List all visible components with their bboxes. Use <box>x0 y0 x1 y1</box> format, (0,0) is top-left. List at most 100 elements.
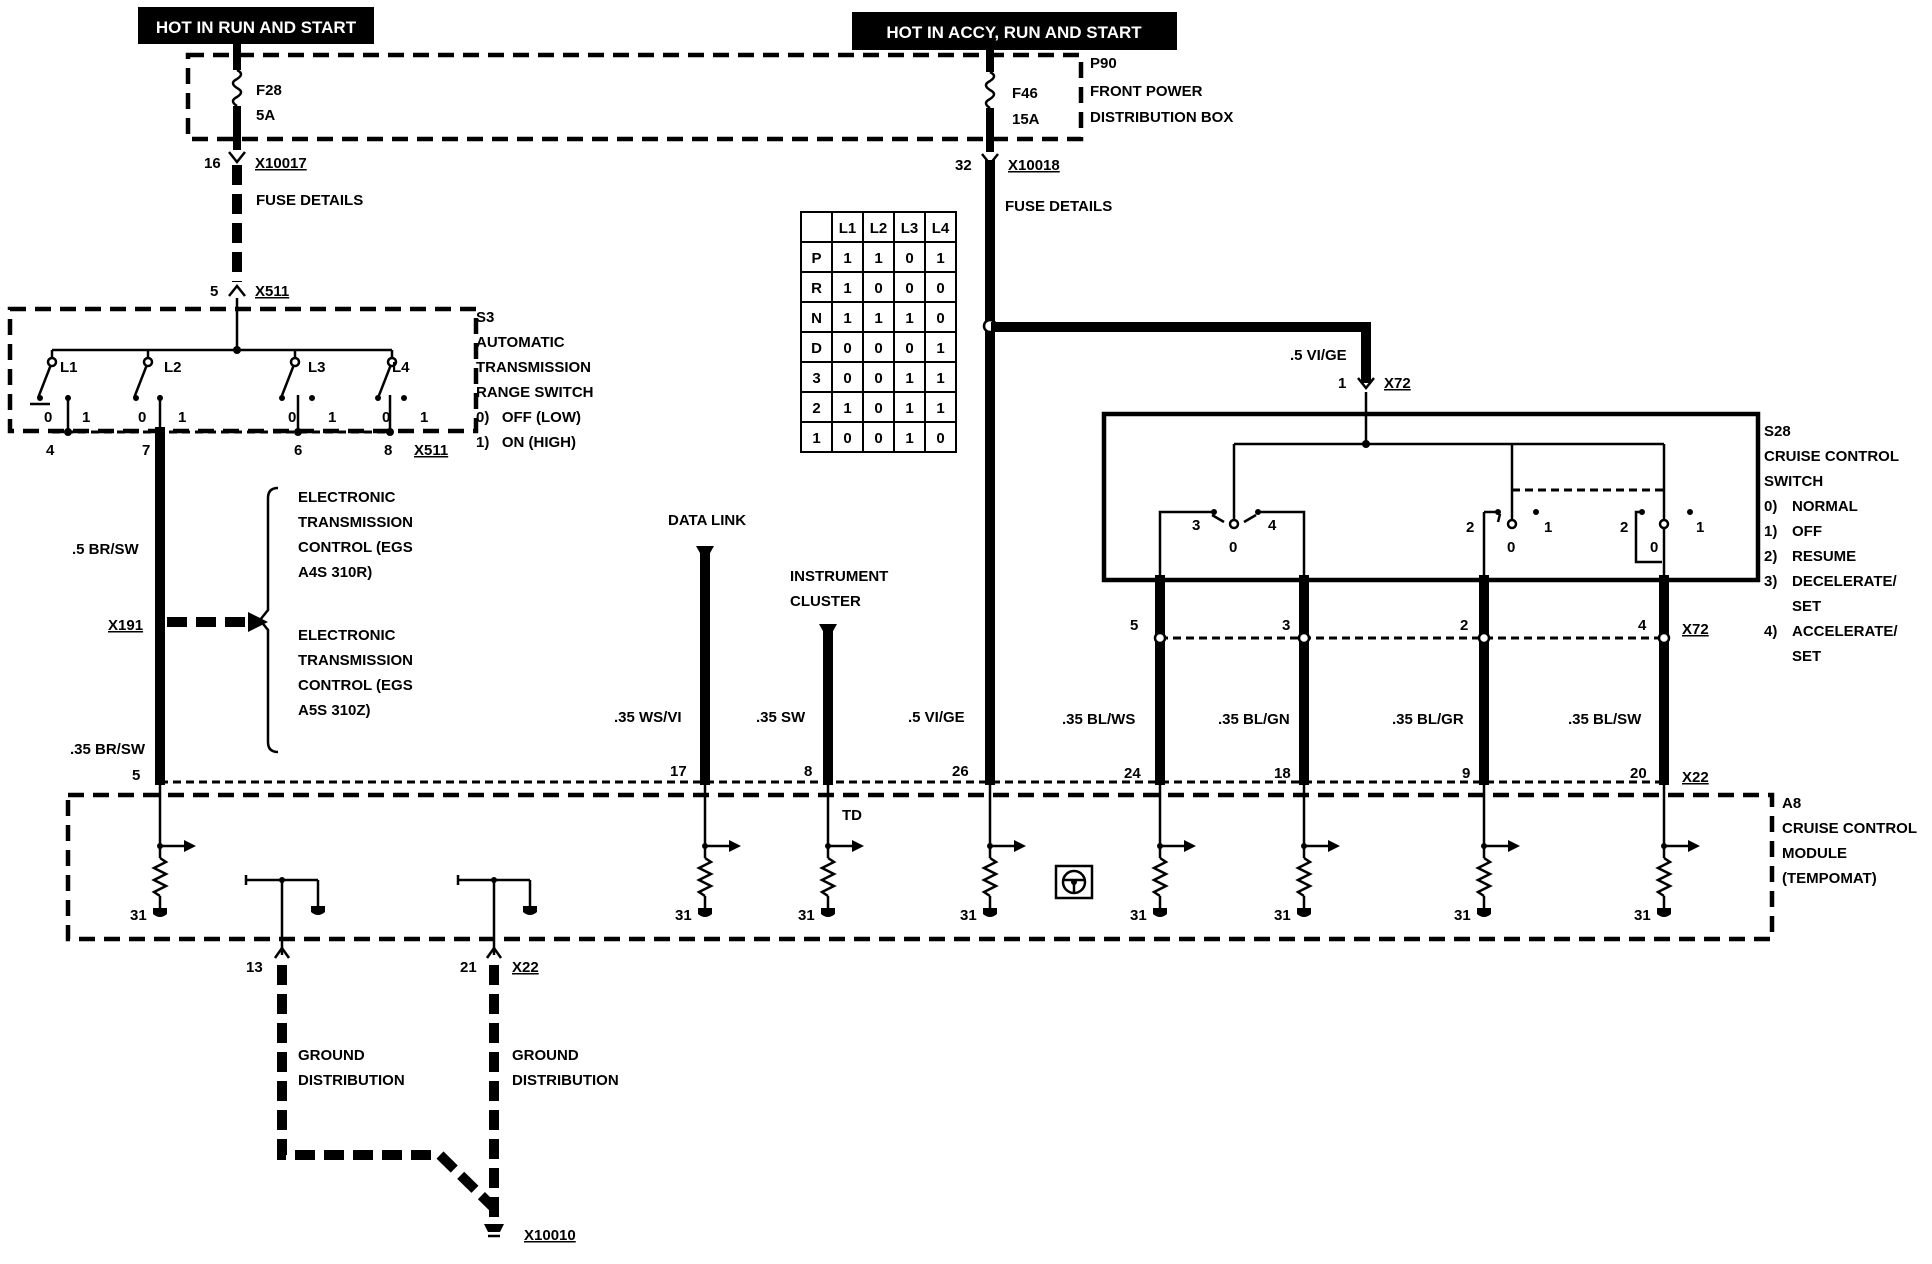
table-header: L3 <box>901 220 919 237</box>
ground-icon <box>153 908 167 917</box>
fuse-f46-icon <box>984 70 996 110</box>
table-cell <box>893 301 926 333</box>
table-cell <box>862 421 895 453</box>
pos-one: 1 <box>178 409 186 426</box>
mode-name: RESUME <box>1792 548 1856 565</box>
egs-text: A4S 310R) <box>298 564 372 581</box>
egs-text: ELECTRONIC <box>298 627 396 644</box>
table-value: 0 <box>843 370 851 387</box>
table-cell <box>862 241 895 273</box>
mode-name: SET <box>1792 648 1821 665</box>
mode-name: SET <box>1792 598 1821 615</box>
fuse-f28-id: F28 <box>256 82 282 99</box>
steering-wheel-icon <box>1054 864 1094 900</box>
td-label: TD <box>842 807 862 824</box>
table-header: L2 <box>870 220 888 237</box>
ground-pin-31: 31 <box>1274 907 1291 924</box>
resistor-icon <box>1151 856 1169 898</box>
ground-point-icon <box>484 1224 504 1232</box>
table-value: 0 <box>905 280 913 297</box>
module-pin: 9 <box>1462 765 1470 782</box>
branch-pin: 1 <box>1338 375 1346 392</box>
ground-distribution: 13 21 X22 X10010 GROUND DISTRIBUTION GRO… <box>246 945 619 1244</box>
connector-x10018: 32 X10018 FUSE DETAILS <box>955 153 1112 215</box>
contact-l4-label: L4 <box>392 359 410 376</box>
range-switch-name: RANGE SWITCH <box>476 384 594 401</box>
table-value: P <box>811 250 821 267</box>
connector-x10017: 16 X10017 FUSE DETAILS <box>204 151 363 209</box>
x191-label: X191 <box>108 617 143 634</box>
module-ref: A8 <box>1782 795 1801 812</box>
range-switch-name: TRANSMISSION <box>476 359 591 376</box>
power-distribution-box: F28 5A F46 15A P90 FRONT POWER DISTRIBUT… <box>185 44 1233 152</box>
module-wire-label: .35 BL/GR <box>1392 711 1464 728</box>
table-cell <box>862 271 895 303</box>
range-switch-ref: S3 <box>476 309 494 326</box>
resistor-icon <box>151 856 169 898</box>
fuse-details-left: FUSE DETAILS <box>256 192 363 209</box>
module-pin-5: 5 <box>132 767 140 784</box>
cruise-switch-name: SWITCH <box>1764 473 1823 490</box>
table-value: N <box>811 310 822 327</box>
mode-name: ACCELERATE/ <box>1792 623 1898 640</box>
ground-pin-right: 21 <box>460 959 477 976</box>
table-value: 1 <box>936 400 944 417</box>
table-cell <box>800 271 833 303</box>
banner-hot-run-start: HOT IN RUN AND START <box>138 7 374 44</box>
banner-left-text: HOT IN RUN AND START <box>156 18 357 37</box>
range-switch-state: 1) ON (HIGH) <box>476 434 576 451</box>
range-pin-8: 8 <box>384 442 392 459</box>
pos-one: 1 <box>328 409 336 426</box>
fuse-f46-id: F46 <box>1012 85 1038 102</box>
table-value: 0 <box>874 340 882 357</box>
cruise-switch-outputs: 5 3 2 4 X72 .35 BL/WS .35 BL/GN .35 BL/G… <box>1062 575 1709 785</box>
table-value: 1 <box>874 250 882 267</box>
x72-pin: 2 <box>1460 617 1468 634</box>
contact-l1: L1 0 1 <box>30 350 90 430</box>
range-switch-state: 0) OFF (LOW) <box>476 409 581 426</box>
ground-label: DISTRIBUTION <box>512 1072 619 1089</box>
egs-wire-top-label: .5 BR/SW <box>72 541 140 558</box>
mode-name: NORMAL <box>1792 498 1858 515</box>
table-value: 1 <box>843 250 851 267</box>
power-wire-label: .5 VI/GE <box>908 709 965 726</box>
module-input: 31 <box>1274 782 1340 924</box>
arrow-right-icon <box>184 840 196 852</box>
table-value: 1 <box>874 310 882 327</box>
sub-switch-2: 2 0 1 <box>1466 506 1552 580</box>
x10017-pin: 16 <box>204 155 221 172</box>
x72-in-label: X72 <box>1384 375 1411 392</box>
module-ground-taps <box>244 875 537 955</box>
resistor-icon <box>1295 856 1313 898</box>
ground-point-label: X10010 <box>524 1227 576 1244</box>
instrument-wire-label: .35 SW <box>756 709 806 726</box>
table-value: 0 <box>905 340 913 357</box>
ground-icon <box>1477 908 1491 917</box>
module-name: MODULE <box>1782 845 1847 862</box>
module-pin: 18 <box>1274 765 1291 782</box>
table-value: D <box>811 340 822 357</box>
mode-num: 2) <box>1764 548 1777 565</box>
instrument-label: CLUSTER <box>790 593 861 610</box>
ground-pin-31: 31 <box>960 907 977 924</box>
sub-switch-3: 2 0 1 <box>1620 506 1704 580</box>
table-value: 1 <box>905 430 913 447</box>
x10017-label: X10017 <box>255 155 307 172</box>
contact-l3-label: L3 <box>308 359 326 376</box>
range-pin-7: 7 <box>142 442 150 459</box>
x72-out-label: X72 <box>1682 621 1709 638</box>
ground-icon <box>1153 908 1167 917</box>
brace-icon <box>258 486 279 754</box>
module-name: (TEMPOMAT) <box>1782 870 1877 887</box>
module-input: 31 <box>130 782 196 924</box>
table-value: 0 <box>843 430 851 447</box>
table-cell <box>800 241 833 273</box>
table-value: 1 <box>936 250 944 267</box>
resistor-icon <box>981 856 999 898</box>
power-box-name-2: DISTRIBUTION BOX <box>1090 109 1233 126</box>
x511-in-label: X511 <box>255 283 289 300</box>
range-pin-4: 4 <box>46 442 55 459</box>
x511-in-pin: 5 <box>210 283 218 300</box>
